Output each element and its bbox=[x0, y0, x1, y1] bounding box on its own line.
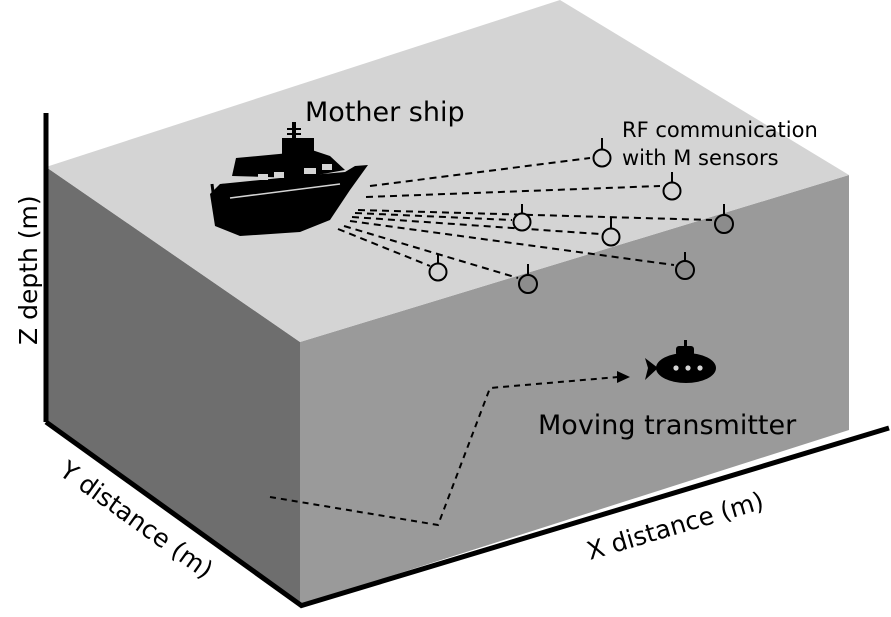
rf-link bbox=[354, 212, 513, 221]
mother-ship-label: Mother ship bbox=[305, 97, 465, 128]
rf-link bbox=[369, 157, 591, 187]
rf-links bbox=[337, 157, 713, 279]
sensor-buoy-icon bbox=[592, 138, 612, 168]
sensor-buoy-icon bbox=[428, 254, 448, 282]
box-side-face bbox=[46, 167, 300, 605]
rf-communication-label: RF communication bbox=[622, 118, 818, 142]
rf-link bbox=[349, 220, 675, 266]
box-front-face bbox=[300, 175, 849, 605]
sensor-buoy-icon bbox=[518, 264, 538, 294]
transmitter-path bbox=[269, 376, 619, 527]
rf-link bbox=[337, 228, 431, 267]
x-axis-line bbox=[299, 425, 890, 609]
sensor-buoy-icon bbox=[512, 204, 532, 232]
ship-icon bbox=[210, 122, 368, 236]
path-arrowhead bbox=[617, 371, 630, 383]
submarine-icon bbox=[645, 340, 716, 383]
sensor-buoy-icon bbox=[662, 172, 682, 201]
sensor-buoy-icon bbox=[601, 218, 621, 247]
sensor-buoy-icon bbox=[714, 204, 734, 234]
rf-sensors-label: with M sensors bbox=[622, 146, 779, 170]
z-axis-label: Z depth (m) bbox=[14, 195, 43, 345]
rf-link bbox=[351, 216, 601, 235]
rf-link bbox=[343, 225, 519, 279]
rf-link bbox=[365, 185, 661, 198]
moving-transmitter-label: Moving transmitter bbox=[538, 410, 797, 441]
box-top-face bbox=[46, 0, 849, 342]
sensor-buoy-icon bbox=[675, 252, 695, 280]
y-axis-line bbox=[44, 419, 304, 609]
